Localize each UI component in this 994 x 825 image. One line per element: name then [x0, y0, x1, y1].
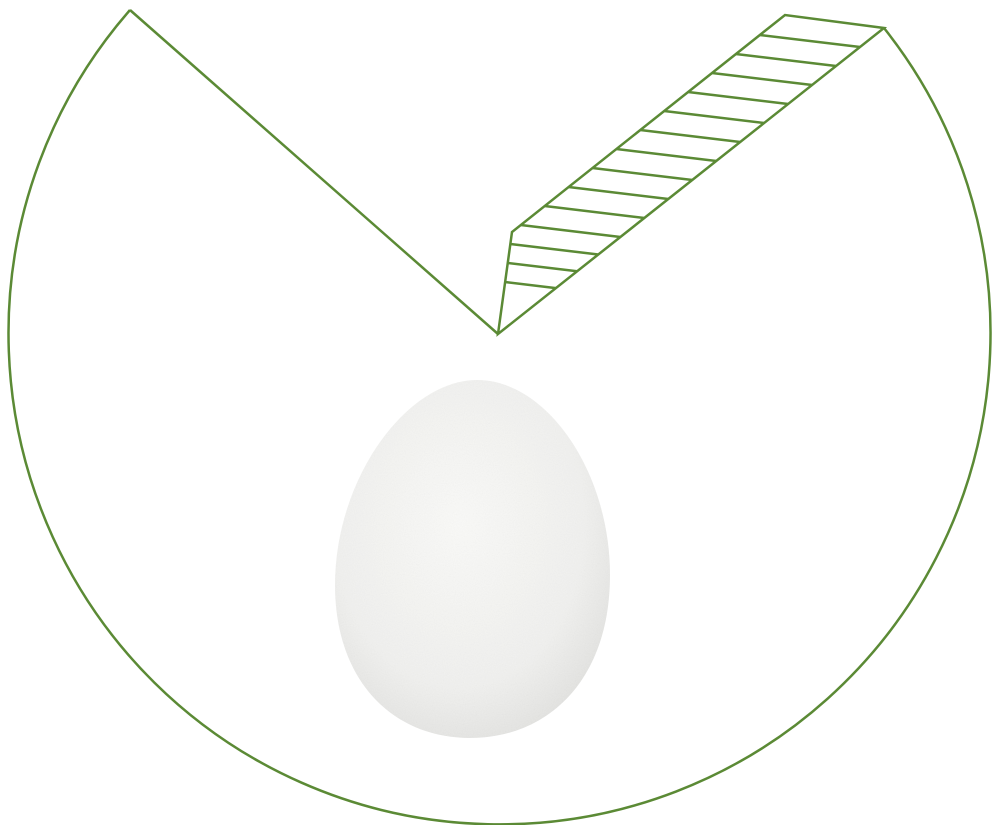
hatched-wedge — [498, 15, 884, 334]
egg — [335, 380, 610, 738]
notch-left-edge — [130, 10, 498, 334]
hatched-wedge-outline — [498, 15, 884, 334]
